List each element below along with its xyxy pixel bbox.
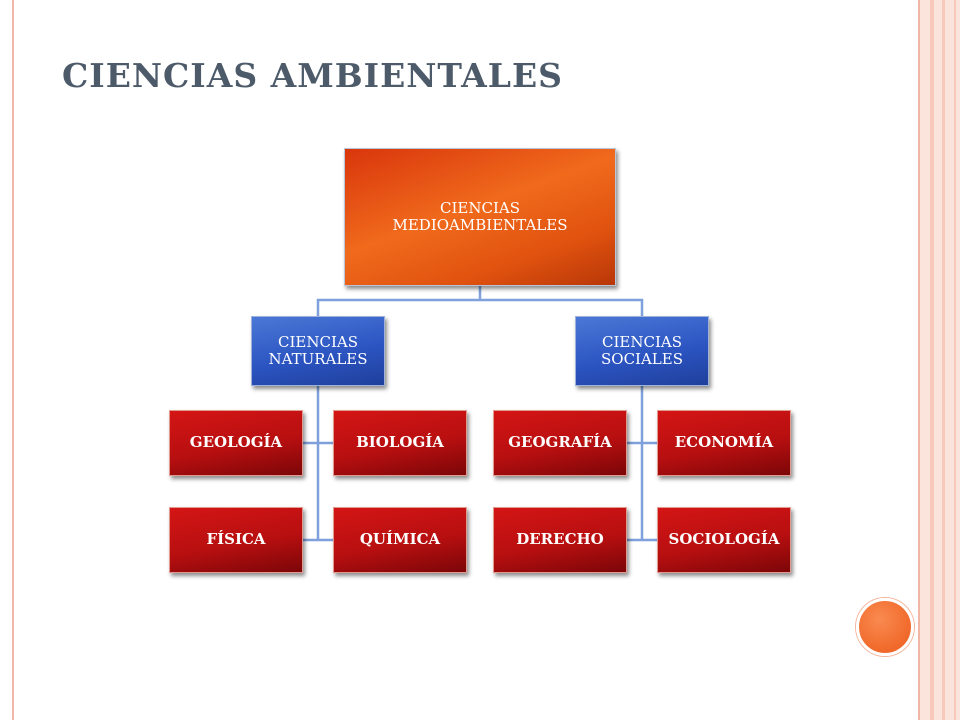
branch-node-ciencias-naturales: CIENCIAS NATURALES [251,316,385,386]
leaf-node-geologia: GEOLOGÍA [169,410,303,476]
leaf-node-derecho: DERECHO [493,507,627,573]
branch-node-label: CIENCIAS NATURALES [268,332,368,368]
leaf-node-quimica: QUÍMICA [333,507,467,573]
root-node-label: CIENCIAS MEDIOAMBIENTALES [392,198,568,234]
decorative-circle [856,598,914,656]
leaf-node-label: QUÍMICA [359,530,441,549]
slide-left-border [0,0,14,720]
leaf-node-label: DERECHO [516,530,604,549]
slide-right-border [918,0,960,720]
leaf-node-label: ECONOMÍA [674,433,774,452]
leaf-node-label: SOCIOLOGÍA [668,530,780,549]
leaf-node-label: GEOLOGÍA [189,433,283,452]
leaf-node-fisica: FÍSICA [169,507,303,573]
leaf-node-label: FÍSICA [206,530,266,549]
slide-title: CIENCIAS AMBIENTALES [62,56,563,95]
leaf-node-label: BIOLOGÍA [356,433,444,452]
connector-root-branches [316,286,644,316]
branch-node-label: CIENCIAS SOCIALES [601,332,683,368]
leaf-node-biologia: BIOLOGÍA [333,410,467,476]
leaf-node-sociologia: SOCIOLOGÍA [657,507,791,573]
root-node-ciencias-medioambientales: CIENCIAS MEDIOAMBIENTALES [344,148,616,286]
leaf-node-economia: ECONOMÍA [657,410,791,476]
branch-node-ciencias-sociales: CIENCIAS SOCIALES [575,316,709,386]
leaf-node-geografia: GEOGRAFÍA [493,410,627,476]
leaf-node-label: GEOGRAFÍA [508,433,612,452]
